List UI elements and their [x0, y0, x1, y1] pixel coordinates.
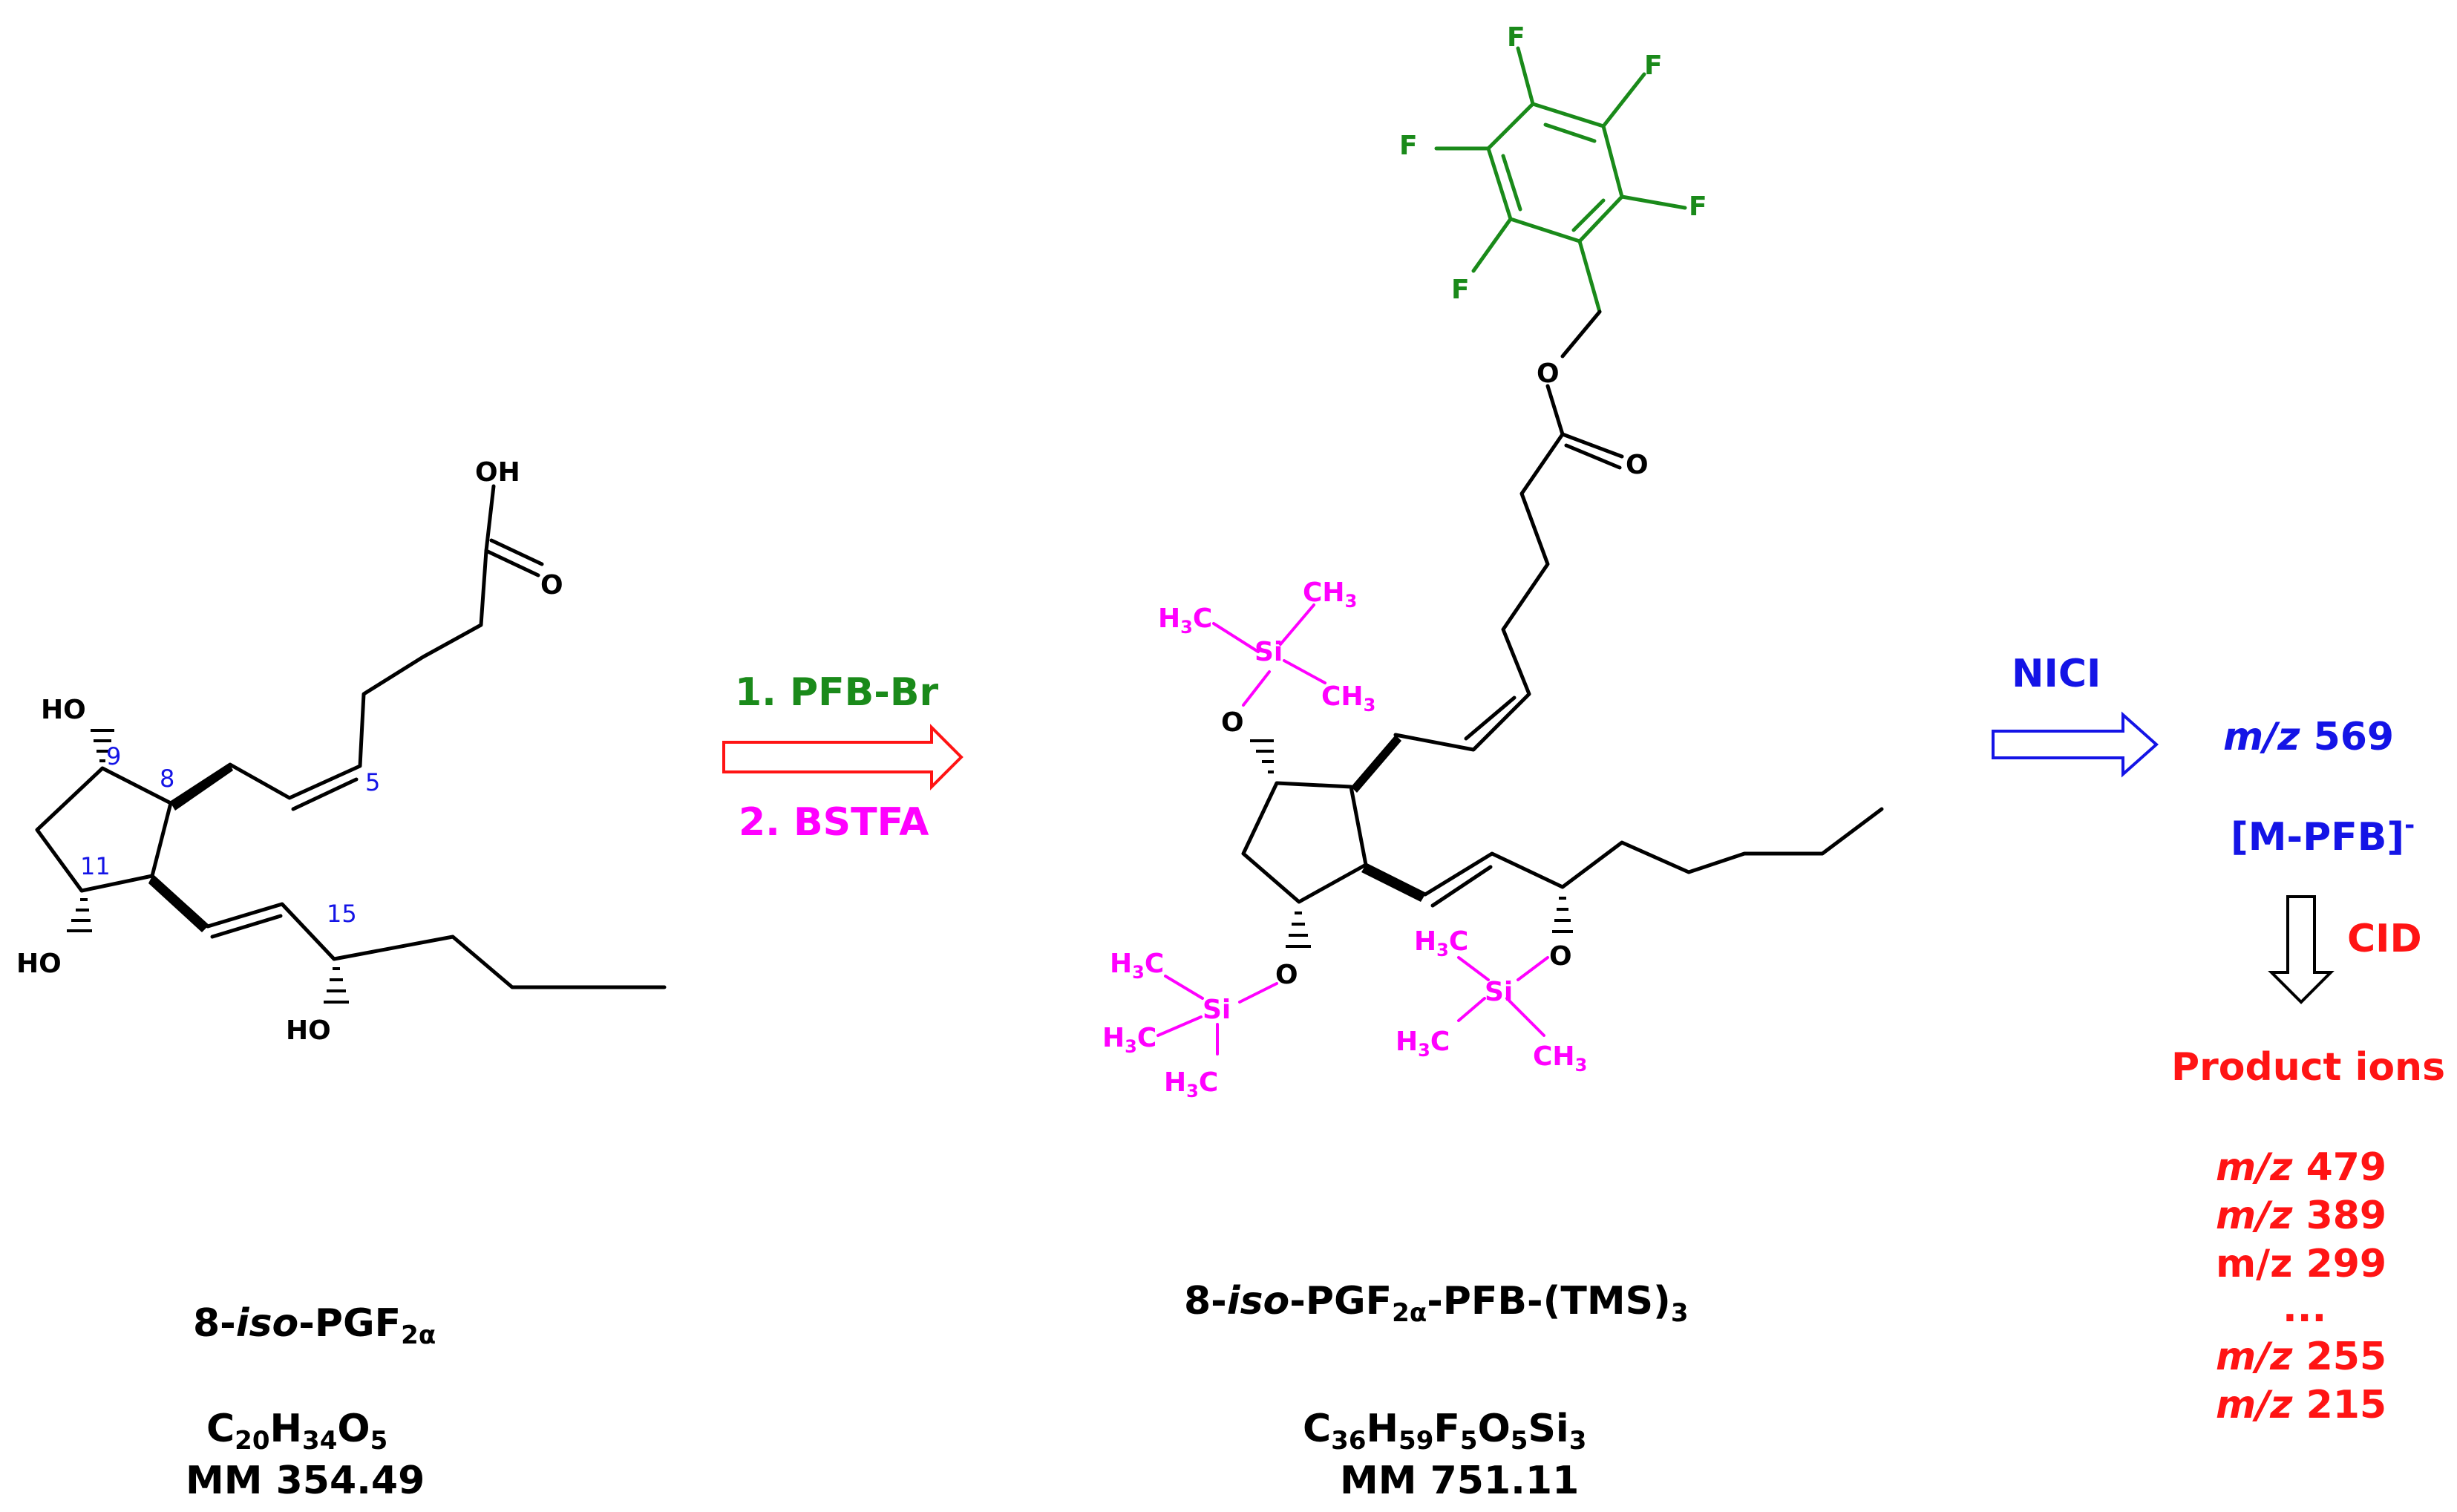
- wedge-c12: [148, 876, 208, 932]
- product-ions-title: Product ions: [2171, 1045, 2445, 1090]
- acid-oh-label: OH: [475, 457, 520, 488]
- locant-9: 9: [106, 742, 121, 770]
- product-ion-1: m/z 479: [2216, 1145, 2386, 1190]
- product-name: 8-iso-PGF2α-PFB-(TMS)3: [1184, 1279, 1689, 1328]
- precursor-ion: [M-PFB]-: [2231, 811, 2415, 860]
- wedge-c8: [171, 765, 233, 811]
- nici-label: NICI: [2012, 652, 2101, 696]
- ho-15-label: HO: [286, 1015, 331, 1046]
- locant-8: 8: [160, 765, 174, 793]
- product-ion-4: m/z 255: [2216, 1335, 2386, 1379]
- wedge-product-c8: [1351, 735, 1401, 793]
- svg-text:H3C: H3C: [1164, 1067, 1218, 1102]
- precursor-mz: m/z 569: [2223, 715, 2394, 759]
- product-backbone: [1241, 310, 1884, 908]
- ester-carbonyl-o-label: O: [1626, 450, 1649, 480]
- f-atom-4: F: [1451, 275, 1470, 305]
- tms-group-11: Si H3C H3C H3C: [1102, 949, 1278, 1102]
- locant-5: 5: [365, 768, 380, 796]
- tms-group-15: Si H3C H3C CH3: [1396, 926, 1587, 1076]
- acid-carbonyl-o-label: O: [540, 570, 563, 600]
- svg-text:H3C: H3C: [1110, 949, 1164, 983]
- svg-text:CH3: CH3: [1321, 681, 1375, 716]
- product-ion-3: m/z 299: [2216, 1242, 2386, 1286]
- cid-arrow: [2268, 895, 2335, 1004]
- product-formula: C36H59F5O5Si3: [1303, 1407, 1586, 1456]
- reactant-mm: MM 354.49: [186, 1459, 425, 1503]
- svg-text:H3C: H3C: [1414, 926, 1468, 960]
- product-ion-5: m/z 215: [2216, 1383, 2386, 1427]
- svg-text:Si: Si: [1485, 977, 1513, 1007]
- ho-9-label: HO: [41, 695, 86, 725]
- hash-bonds-product: [1250, 739, 1573, 948]
- svg-text:H3C: H3C: [1102, 1023, 1156, 1057]
- o-11-label: O: [1275, 960, 1298, 990]
- svg-text:Si: Si: [1203, 995, 1231, 1025]
- svg-text:CH3: CH3: [1533, 1041, 1587, 1076]
- locant-11: 11: [80, 852, 111, 880]
- product-ion-ellipsis: ...: [2283, 1286, 2326, 1331]
- reaction-arrow: [722, 724, 964, 791]
- reactant-name: 8-iso-PGF2α: [193, 1301, 436, 1350]
- reagent-step-1: 1. PFB-Br: [735, 670, 939, 715]
- product-mm: MM 751.11: [1340, 1459, 1579, 1503]
- o-9-label: O: [1221, 707, 1244, 738]
- wedge-product-c12: [1361, 865, 1425, 902]
- svg-text:CH3: CH3: [1303, 577, 1357, 612]
- ho-11-label: HO: [16, 949, 62, 979]
- ester-o-label: O: [1537, 359, 1560, 389]
- svg-text:Si: Si: [1254, 637, 1283, 667]
- reagent-step-2: 2. BSTFA: [739, 800, 929, 845]
- f-atom-3: F: [1689, 192, 1707, 222]
- f-atom-5: F: [1399, 131, 1418, 161]
- f-atom-2: F: [1644, 50, 1663, 81]
- svg-text:H3C: H3C: [1158, 603, 1212, 638]
- nici-arrow: [1992, 711, 2159, 778]
- reactant-formula: C20H34O5: [206, 1407, 387, 1456]
- f-atom-1: F: [1507, 22, 1525, 53]
- tms-group-9: Si H3C CH3 CH3: [1158, 577, 1375, 716]
- product-ion-2: m/z 389: [2216, 1194, 2386, 1238]
- locant-15: 15: [327, 900, 357, 928]
- cid-label: CID: [2347, 917, 2422, 961]
- pfb-ring: [1434, 46, 1687, 314]
- reactant-structure: [35, 484, 667, 989]
- svg-text:H3C: H3C: [1396, 1027, 1450, 1061]
- o-15-label: O: [1549, 941, 1572, 972]
- hash-bonds-reactant: [67, 729, 349, 1004]
